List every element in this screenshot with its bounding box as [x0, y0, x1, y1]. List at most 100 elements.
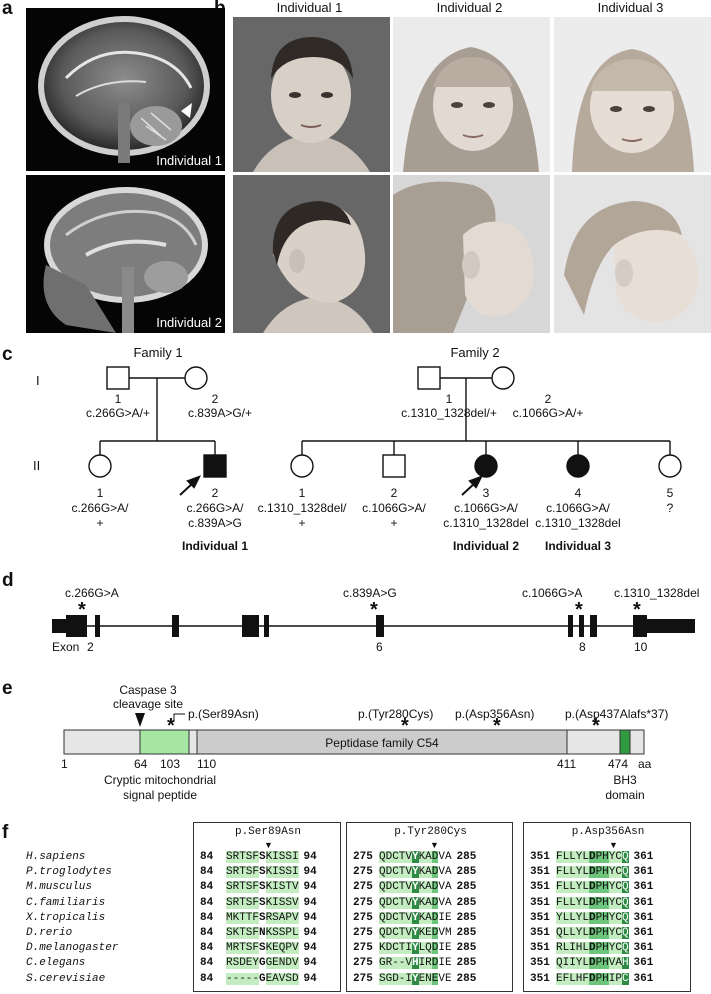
alignment-end-pos: 94 [303, 957, 317, 970]
fam1-father-square [106, 366, 130, 390]
alignment-sequence: QDCTVYKADVA [379, 866, 452, 879]
header-individual-3: Individual 3 [597, 0, 664, 15]
exon-5 [264, 615, 269, 637]
alignment-end-pos: 94 [303, 942, 317, 955]
alignment-end-pos: 361 [633, 927, 654, 939]
fam2-c1-geno-a: c.1310_1328del/ [257, 501, 347, 515]
fam2-individual-3-label: Individual 3 [544, 539, 611, 553]
alignment-end-pos: 361 [633, 866, 654, 879]
species-name: C.familiaris [26, 896, 106, 909]
mri-label-individual-2: Individual 2 [156, 315, 222, 330]
alignment-row: 351 QLLYLDPHYCQ 361 [530, 927, 653, 940]
alignment-sequence: QDCTVYKADVA [379, 851, 452, 863]
alignment-end-pos: 361 [633, 881, 654, 894]
fam1-daughter-circle [88, 454, 112, 478]
exon-3 [172, 615, 179, 637]
alignment-row: 275 QDCTVYKEDVM 285 [353, 927, 476, 940]
alignment-start-pos: 351 [530, 957, 550, 970]
exon-number-8: 8 [579, 640, 586, 654]
alignment-sequence: QDCTVYKEDVM [379, 927, 452, 939]
alignment-end-pos: 361 [633, 851, 654, 863]
alignment-end-pos: 285 [456, 942, 477, 955]
exon-4 [242, 615, 259, 637]
alignment-start-pos: 275 [353, 881, 373, 894]
fam2-c3-geno-b: c.1310_1328del [443, 516, 529, 530]
fam1-c2-geno-a: c.266G>A/ [186, 501, 244, 515]
alignment-start-pos: 275 [353, 957, 373, 970]
protein-star-2: * [401, 715, 409, 737]
alignment-end-pos: 94 [303, 972, 317, 985]
caspase-label-2: cleavage site [112, 697, 184, 711]
alignment-start-pos: 275 [353, 927, 373, 939]
fam2-father-square [417, 366, 441, 390]
fam1-mother-genotype: c.839A>G/+ [187, 406, 253, 420]
mri-label-individual-1: Individual 1 [156, 153, 222, 168]
fam1-father-genotype: c.266G>A/+ [85, 406, 151, 420]
alignment-end-pos: 361 [633, 911, 654, 924]
generation-II-label: II [33, 458, 41, 473]
fam2-c5-num: 5 [666, 486, 674, 500]
alignment-sequence: SRTSFSKISSI [226, 866, 299, 879]
alignment-start-pos: 351 [530, 851, 550, 863]
pos-474: 474 [608, 757, 629, 771]
variant-star-2: * [370, 599, 378, 621]
alignment-sequence: RLIHLDPHYCQ [556, 942, 629, 955]
panel-label-c: c [2, 344, 13, 365]
alignment-sequence: QDCTVYKADVA [379, 896, 452, 909]
alignment-end-pos: 94 [303, 866, 317, 879]
exon-number-10: 10 [634, 640, 648, 654]
fam2-mother-genotype: c.1066G>A/+ [512, 406, 584, 420]
alignment-end-pos: 361 [633, 942, 654, 955]
fam2-individual-2-label: Individual 2 [452, 539, 519, 553]
alignment-start-pos: 84 [200, 927, 214, 939]
alignment-sequence: MKTTFSRSAPV [226, 911, 299, 924]
fam2-c2-num: 2 [390, 486, 398, 500]
exon-8 [579, 615, 584, 637]
fam2-c3-geno-a: c.1066G>A/ [454, 501, 518, 515]
fam2-c1-geno-b: + [298, 516, 306, 530]
utr-3-block [647, 619, 695, 633]
pos-aa: aa [638, 757, 652, 771]
species-name: X.tropicalis [26, 911, 106, 924]
species-name: M.musculus [26, 881, 93, 894]
alignment-start-pos: 84 [200, 942, 214, 955]
protein-star-1: * [167, 715, 175, 737]
photo-profile-individual-3 [554, 175, 711, 333]
alignment-sequence: KDCTIYLQDIE [379, 942, 452, 955]
fam2-child3-affected-circle [474, 454, 498, 478]
fam2-c4-geno-b: c.1310_1328del [535, 516, 621, 530]
alignment-start-pos: 351 [530, 927, 550, 939]
alignment-start-pos: 84 [200, 851, 214, 863]
alignment-sequence: QLLYLDPHYCQ [556, 927, 629, 939]
fam2-child5-circle [658, 454, 682, 478]
exon-1 [66, 615, 83, 637]
fam1-mother-num: 2 [211, 392, 219, 406]
alignment-end-pos: 361 [633, 972, 654, 985]
pos-110: 110 [197, 757, 217, 771]
fam2-c5-geno: ? [666, 501, 674, 515]
signal-peptide-label-2: signal peptide [122, 788, 198, 802]
fam2-child1-circle [290, 454, 314, 478]
photo-profile-individual-1 [233, 175, 390, 333]
variant-star-3: * [575, 599, 583, 621]
fam2-c2-geno-a: c.1066G>A/ [362, 501, 426, 515]
exon-10 [633, 615, 647, 637]
alignment-sequence: SRTSFSKISSI [226, 851, 299, 863]
fam1-c1-num: 1 [96, 486, 104, 500]
alignment-end-pos: 285 [456, 927, 477, 939]
alignment-end-pos: 361 [633, 896, 654, 909]
species-name: S.cerevisiae [26, 972, 106, 985]
fam1-c1-geno-a: c.266G>A/ [71, 501, 129, 515]
